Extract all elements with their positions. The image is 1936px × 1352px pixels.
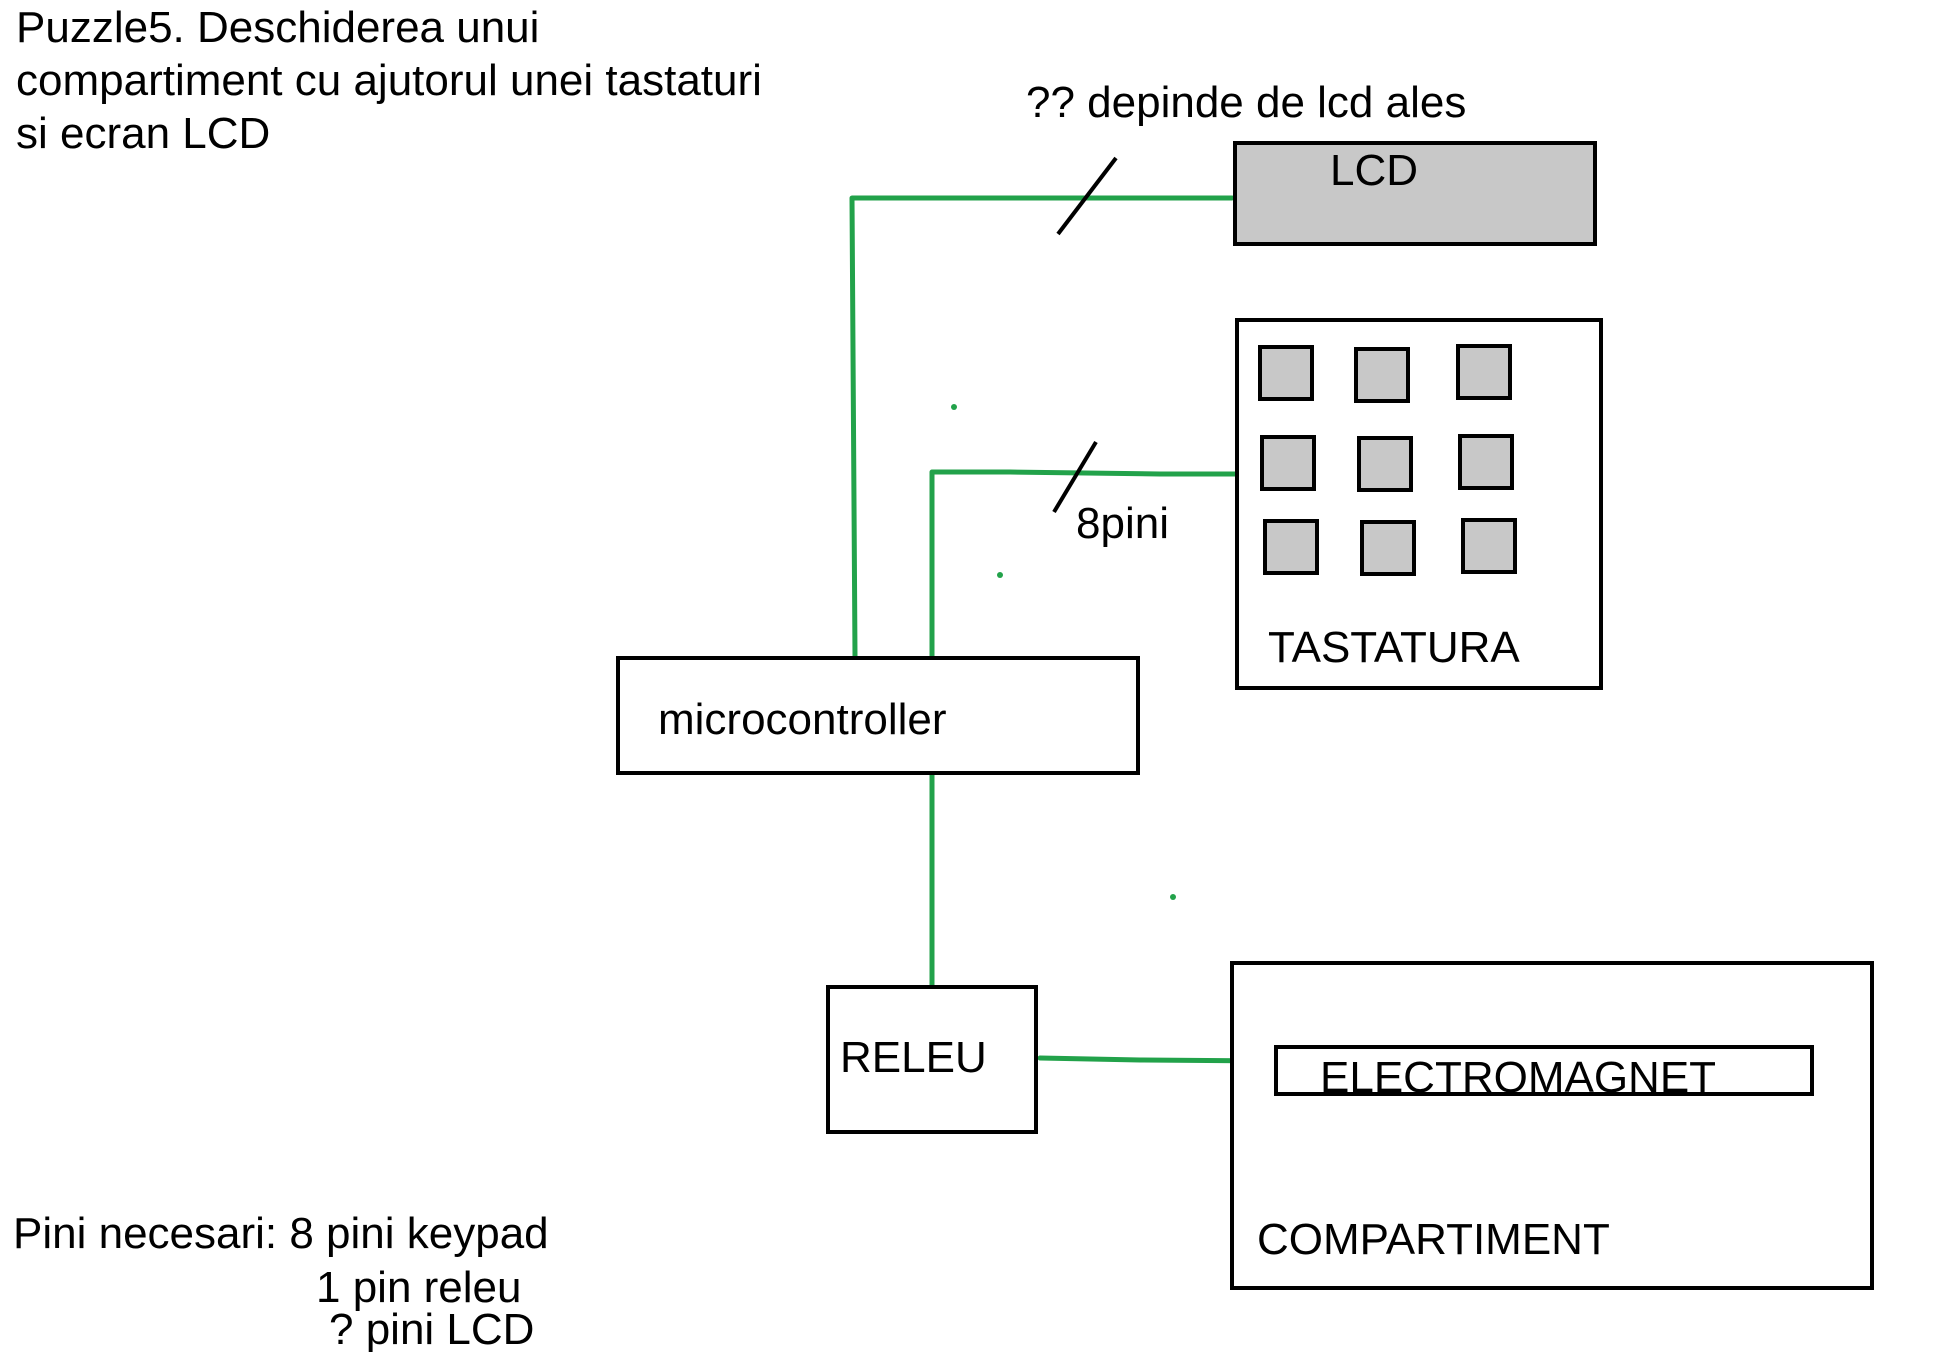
keypad-keys — [1258, 344, 1517, 576]
keypad-bus-label: 8pini — [1076, 499, 1169, 548]
lcd-block: LCD — [1233, 141, 1597, 246]
key — [1458, 434, 1514, 490]
key — [1360, 520, 1416, 576]
relay-label: RELEU — [840, 1033, 987, 1082]
wire-mcu-keypad — [929, 469, 1241, 659]
pins-summary-line-2: 1 pin releu — [316, 1263, 521, 1312]
stray-dot — [951, 404, 957, 410]
title-line-3: si ecran LCD — [16, 109, 270, 158]
wires — [849, 195, 1279, 1064]
compartment-box — [1230, 961, 1874, 1290]
pins-summary-line-3: ? pini LCD — [329, 1305, 534, 1352]
stray-dot — [997, 572, 1003, 578]
relay-block: RELEU — [826, 985, 1038, 1134]
stray-dots — [951, 404, 1176, 900]
relay-box — [826, 985, 1038, 1134]
mcu-label: microcontroller — [658, 695, 947, 744]
wire-mcu-lcd — [849, 195, 1235, 659]
lcd-note: ?? depinde de lcd ales — [1026, 78, 1466, 127]
pins-summary-line-1: Pini necesari: 8 pini keypad — [13, 1209, 549, 1258]
compartment-block: COMPARTIMENT ELECTROMAGNET — [1230, 961, 1874, 1290]
key — [1258, 345, 1314, 401]
lcd-label: LCD — [1330, 146, 1418, 195]
keypad-block: TASTATURA — [1235, 318, 1603, 690]
keypad-frame — [1235, 318, 1603, 690]
mcu-box — [616, 656, 1140, 775]
lcd-screen — [1233, 141, 1597, 246]
key — [1456, 344, 1512, 400]
mcu-block: microcontroller — [616, 656, 1140, 775]
electromagnet-box — [1274, 1045, 1814, 1096]
key — [1263, 519, 1319, 575]
stray-dot — [1170, 894, 1176, 900]
lcd-bus-slash — [1056, 156, 1118, 236]
key — [1461, 518, 1517, 574]
compartment-label: COMPARTIMENT — [1257, 1215, 1610, 1264]
key — [1260, 435, 1316, 491]
electromagnet-label: ELECTROMAGNET — [1320, 1053, 1716, 1102]
title-line-2: compartiment cu ajutorul unei tastaturi — [16, 56, 762, 105]
key — [1357, 436, 1413, 492]
key — [1354, 347, 1410, 403]
keypad-bus-slash — [1052, 440, 1098, 514]
title-line-1: Puzzle5. Deschiderea unui — [16, 3, 539, 52]
keypad-label: TASTATURA — [1268, 623, 1520, 672]
